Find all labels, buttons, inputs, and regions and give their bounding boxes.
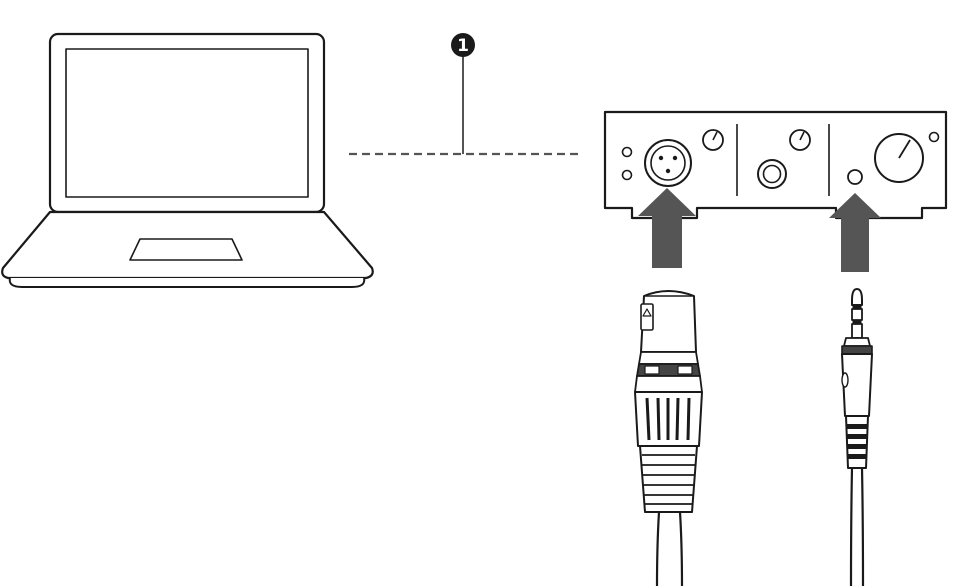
laptop-touchpad (129, 238, 243, 261)
xlr-cable (655, 511, 684, 586)
arrow-up-icon (638, 188, 696, 268)
line-input-jack-icon (757, 159, 787, 189)
headphone-jack-icon (847, 169, 863, 185)
mini-jack-plug-icon (841, 288, 873, 586)
xlr-connector-icon (634, 290, 703, 586)
xlr-shell (640, 290, 697, 353)
arrow-up-icon (829, 193, 881, 272)
jack-tip (851, 288, 863, 306)
laptop-icon (1, 32, 374, 288)
jack-cable (849, 467, 865, 586)
jack-strain-relief (845, 415, 869, 469)
laptop-screen (65, 48, 309, 198)
led-icon (621, 146, 633, 158)
audio-interface-icon (603, 110, 948, 220)
xlr-input-socket-icon (644, 139, 692, 187)
callout-badge (451, 33, 475, 57)
callout-1: 1 (451, 33, 475, 57)
gain-knob-icon (702, 129, 724, 151)
level-knob-icon (789, 129, 811, 151)
monitor-knob-icon (874, 133, 924, 183)
laptop-base-edge (8, 277, 366, 288)
led-icon (621, 169, 633, 181)
callout-number: 1 (457, 36, 469, 56)
led-icon (928, 131, 940, 143)
